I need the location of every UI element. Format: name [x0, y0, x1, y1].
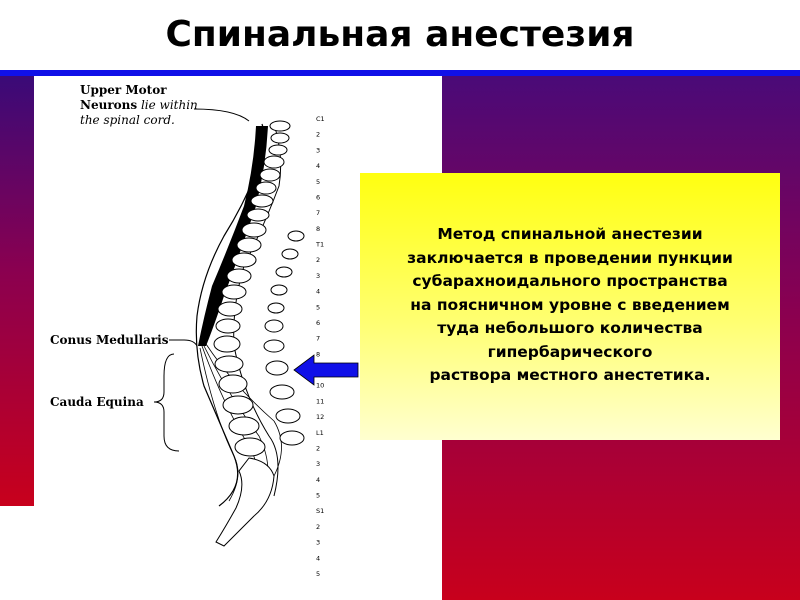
level-label: L1: [316, 429, 324, 437]
level-labels: C12345678T123456789101112L12345S12345: [315, 115, 325, 578]
level-label: 6: [316, 319, 320, 327]
level-label: 11: [316, 397, 324, 405]
level-label: T1: [315, 241, 324, 249]
level-label: 5: [316, 570, 320, 578]
level-label: 4: [316, 554, 320, 562]
level-label: 4: [316, 288, 320, 296]
level-label: 8: [316, 225, 320, 233]
level-label: 3: [316, 146, 320, 154]
level-label: C1: [316, 115, 325, 123]
level-label: S1: [316, 507, 324, 515]
level-label: 2: [316, 523, 320, 531]
description-callout: Метод спинальной анестезии заключается в…: [360, 173, 780, 440]
callout-text: Метод спинальной анестезии заключается в…: [360, 223, 780, 388]
level-label: 7: [316, 209, 320, 217]
label-pointer-line: [194, 109, 249, 121]
level-label: 5: [316, 303, 320, 311]
level-label: 4: [316, 162, 320, 170]
level-label: 5: [316, 492, 320, 500]
level-label: 2: [316, 256, 320, 264]
blue-arrow-left: [292, 352, 362, 388]
level-label: 3: [316, 539, 320, 547]
left-gradient-panel: [0, 76, 34, 506]
slide-title: Спинальная анестезия: [0, 14, 800, 55]
level-label: 2: [316, 131, 320, 139]
level-label: 3: [316, 272, 320, 280]
level-label: 6: [316, 193, 320, 201]
vertebral-processes: [264, 231, 304, 445]
level-label: 4: [316, 476, 320, 484]
level-label: 2: [316, 444, 320, 452]
level-label: 5: [316, 178, 320, 186]
cauda-bracket: [154, 354, 179, 451]
level-label: 7: [316, 335, 320, 343]
conus-pointer-line: [169, 340, 197, 346]
level-label: 12: [316, 413, 324, 421]
level-label: 3: [316, 460, 320, 468]
